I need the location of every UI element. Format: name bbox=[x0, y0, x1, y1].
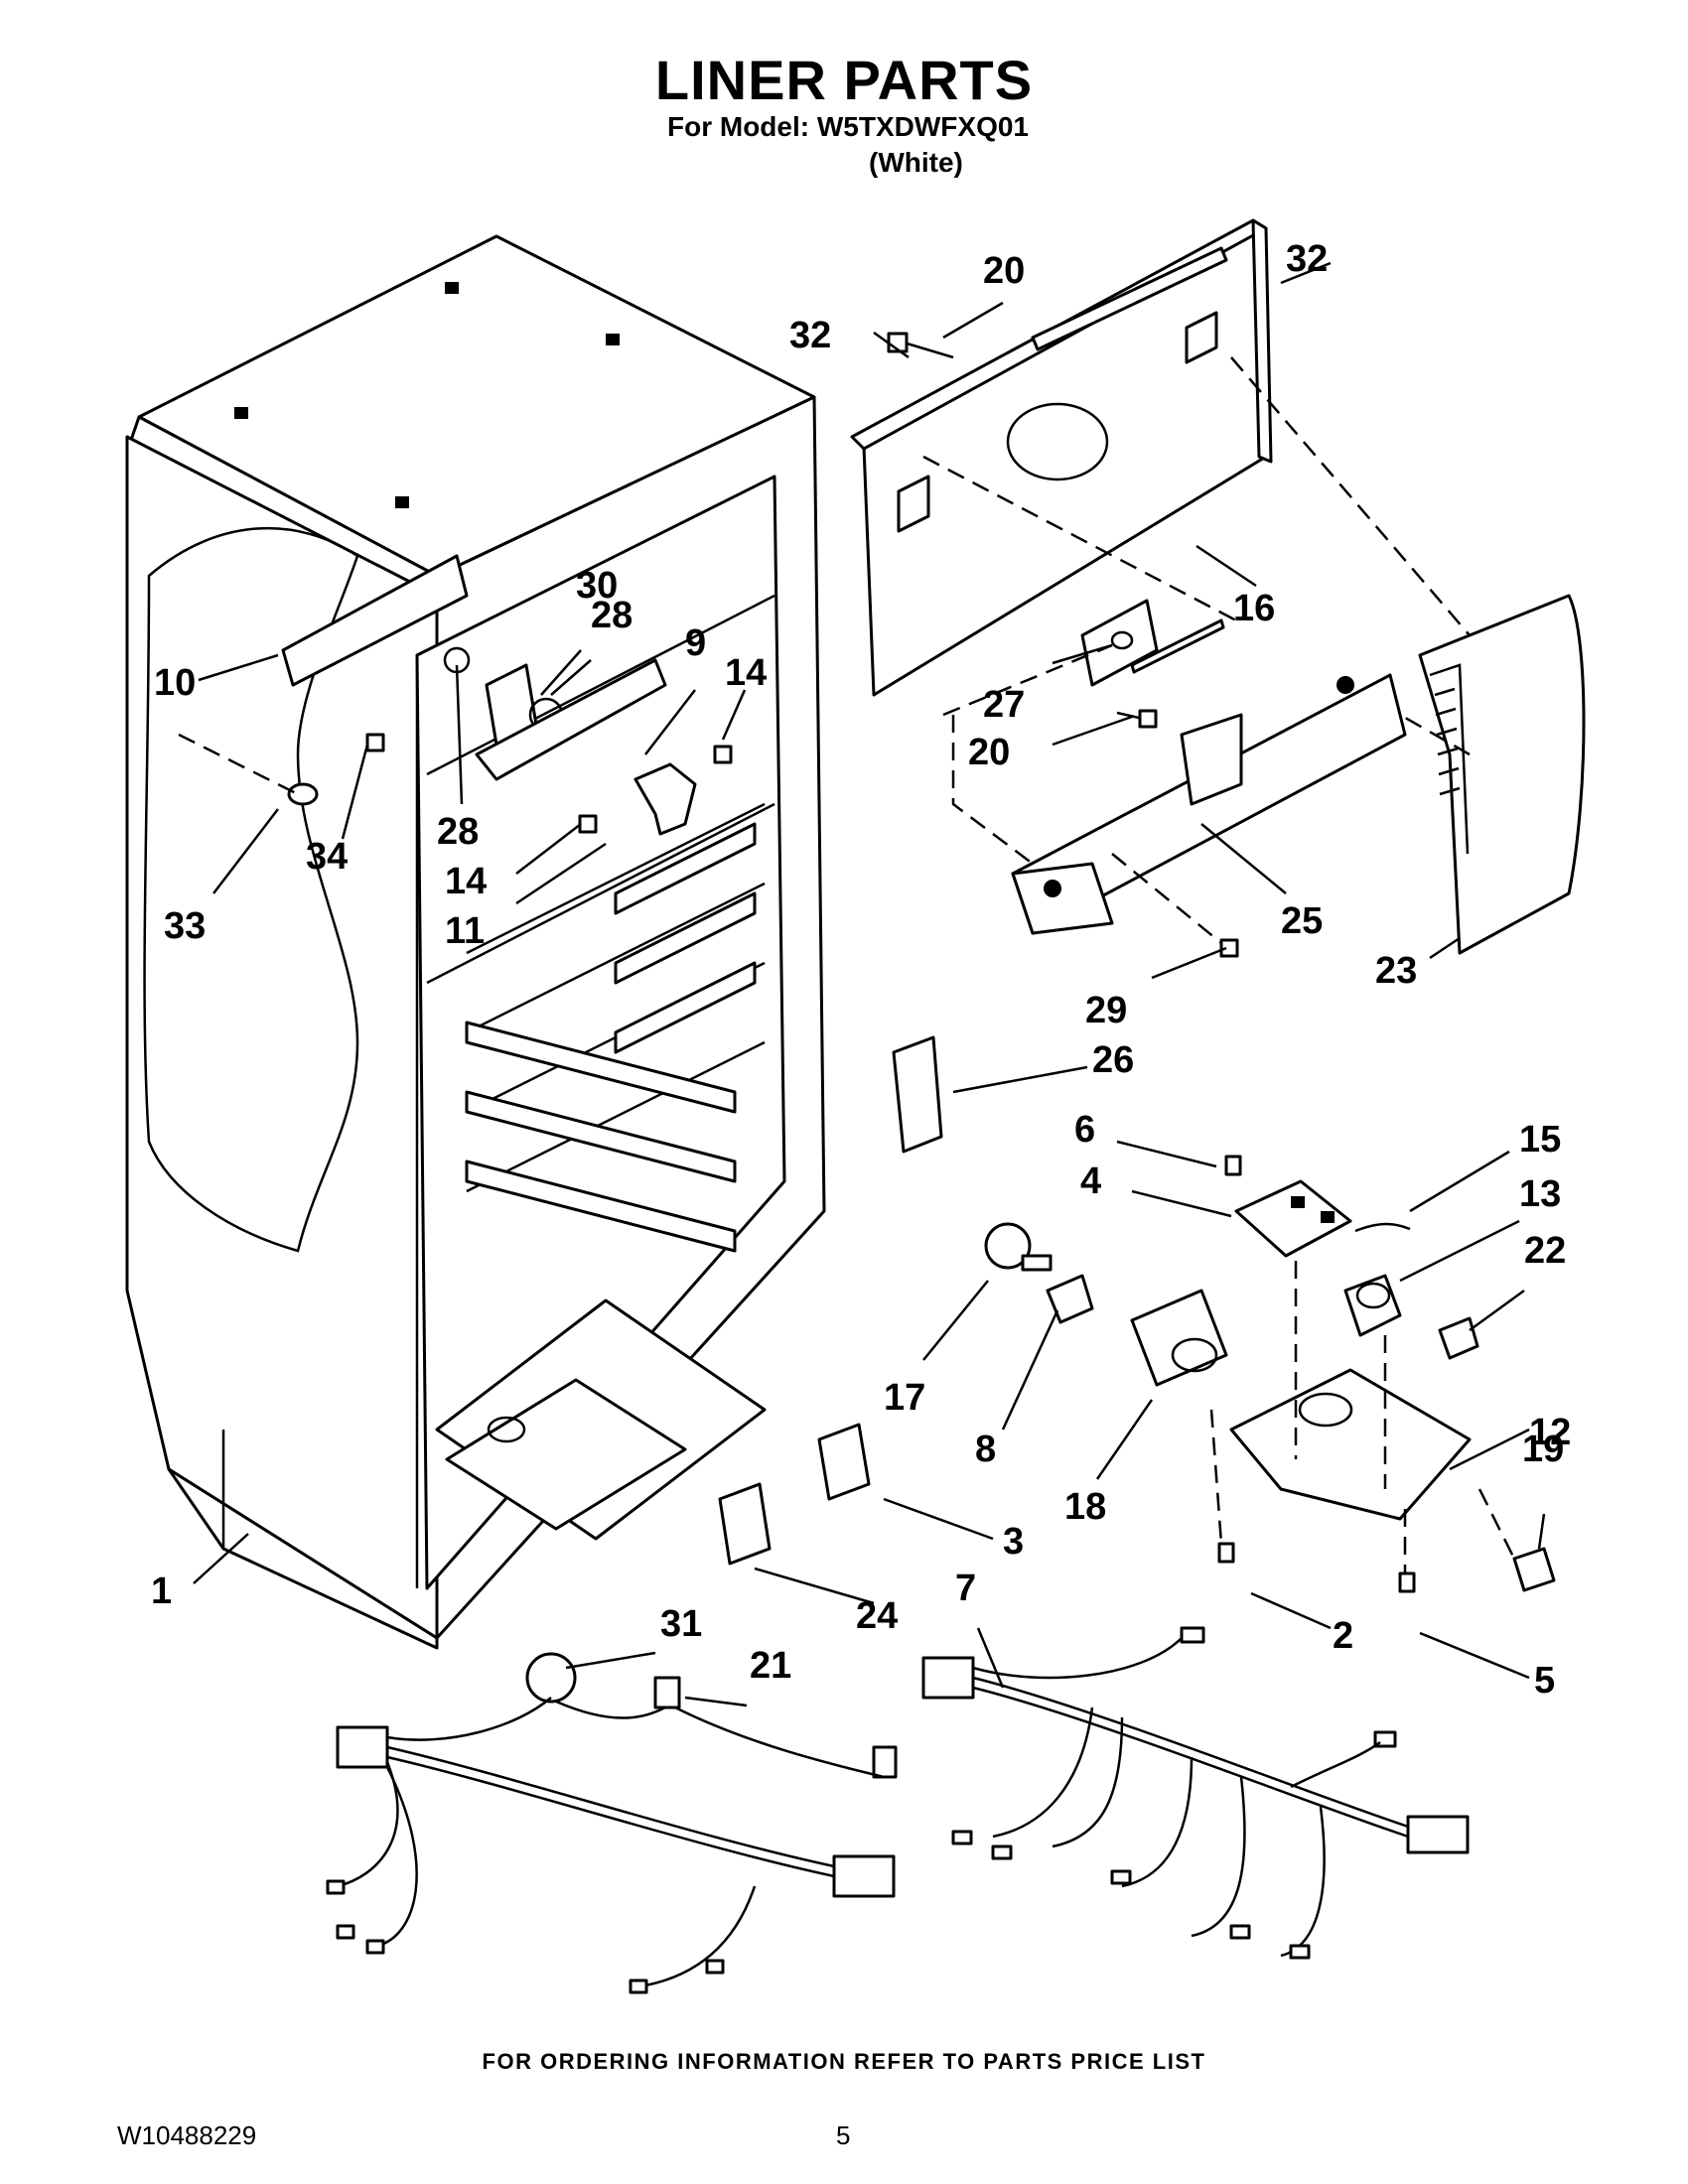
callout-8: 8 bbox=[975, 1429, 996, 1470]
callout-28a: 28 bbox=[437, 811, 479, 853]
callout-21: 21 bbox=[750, 1645, 791, 1687]
callout-10: 10 bbox=[154, 662, 196, 704]
callout-9: 9 bbox=[685, 622, 706, 664]
callout-24: 24 bbox=[856, 1595, 898, 1637]
page-title: LINER PARTS bbox=[654, 49, 1034, 111]
callout-1: 1 bbox=[151, 1570, 172, 1612]
wire-harnesses bbox=[326, 1626, 1470, 1994]
small-parts bbox=[178, 332, 1556, 1593]
callout-25: 25 bbox=[1281, 900, 1323, 942]
callout-20b: 20 bbox=[968, 732, 1010, 773]
callout-5: 5 bbox=[1534, 1660, 1555, 1702]
callout-15: 15 bbox=[1519, 1119, 1561, 1160]
callout-20a: 20 bbox=[983, 250, 1025, 292]
callout-6: 6 bbox=[1074, 1109, 1095, 1151]
callout-26: 26 bbox=[1092, 1039, 1134, 1081]
callout-14a: 14 bbox=[725, 652, 767, 694]
callout-3: 3 bbox=[1003, 1521, 1024, 1563]
leader-lines bbox=[193, 261, 1546, 1707]
callout-30: 30 bbox=[576, 565, 618, 607]
callout-29: 29 bbox=[1085, 990, 1127, 1031]
callout-17: 17 bbox=[884, 1377, 925, 1419]
air-duct-baffle bbox=[1011, 673, 1407, 935]
page-number: 5 bbox=[836, 2120, 851, 2150]
document-number: W10488229 bbox=[117, 2120, 257, 2150]
evaporator-cover-panel bbox=[850, 218, 1273, 697]
callout-23: 23 bbox=[1375, 950, 1417, 992]
callout-19: 19 bbox=[1522, 1429, 1564, 1470]
model-line: For Model: W5TXDWFXQ01 bbox=[667, 111, 1029, 142]
fan-motor-assembly bbox=[281, 554, 697, 836]
callout-14b: 14 bbox=[445, 861, 487, 902]
color-line: (White) bbox=[869, 147, 963, 178]
callout-32b: 32 bbox=[1286, 238, 1328, 280]
callout-2: 2 bbox=[1333, 1615, 1353, 1657]
callout-18: 18 bbox=[1064, 1486, 1106, 1528]
callout-7: 7 bbox=[955, 1568, 976, 1609]
callout-16: 16 bbox=[1233, 588, 1275, 629]
callout-4: 4 bbox=[1080, 1160, 1101, 1202]
callout-32a: 32 bbox=[789, 315, 831, 356]
callout-12: 12 bbox=[1529, 1412, 1571, 1453]
callout-31: 31 bbox=[660, 1603, 702, 1645]
callout-34: 34 bbox=[306, 836, 348, 878]
callout-27: 27 bbox=[983, 684, 1025, 726]
control-housing bbox=[1418, 594, 1586, 955]
callout-11: 11 bbox=[445, 910, 485, 952]
callout-28b: 28 bbox=[591, 595, 633, 636]
callout-labels: 1 2 3 4 5 6 7 8 9 10 11 12 13 14 14 15 1… bbox=[151, 238, 1571, 1702]
callout-22: 22 bbox=[1524, 1230, 1566, 1272]
ordering-note: FOR ORDERING INFORMATION REFER TO PARTS … bbox=[482, 2049, 1206, 2074]
callout-33: 33 bbox=[164, 905, 206, 947]
callout-13: 13 bbox=[1519, 1173, 1561, 1215]
